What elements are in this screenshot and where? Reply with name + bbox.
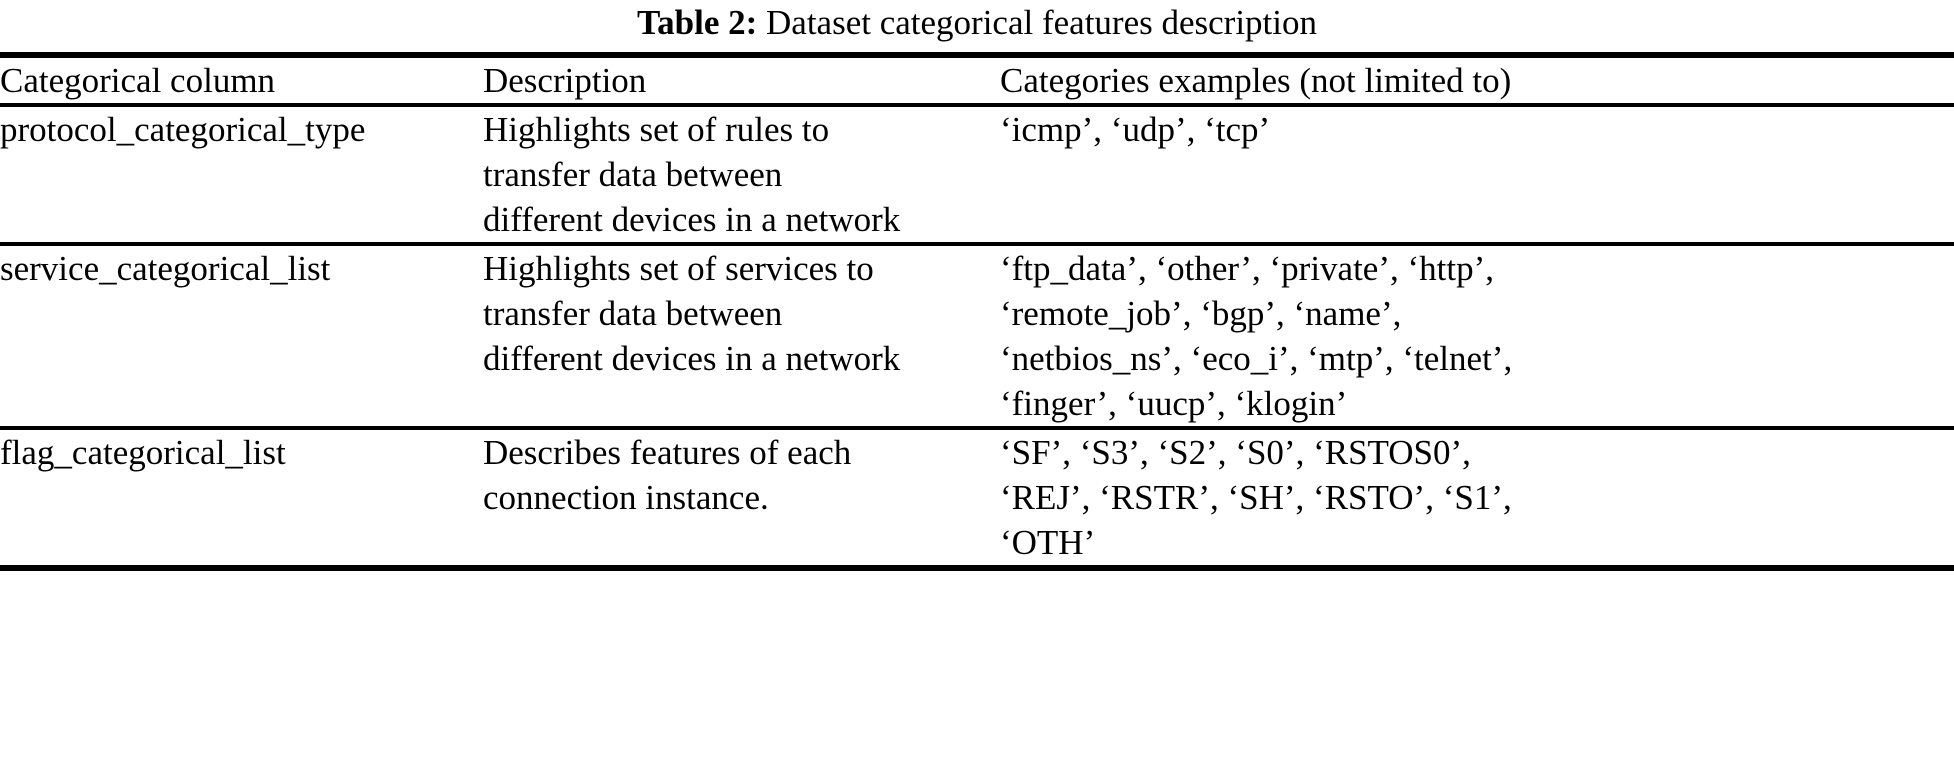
description-line: different devices in a network: [483, 200, 901, 239]
categories-line: ‘ftp_data’, ‘other’, ‘private’, ‘http’,: [1000, 249, 1494, 288]
table-row: service_categorical_list Highlights set …: [0, 246, 1954, 426]
cell-categories: ‘SF’, ‘S3’, ‘S2’, ‘S0’, ‘RSTOS0’, ‘REJ’,…: [1000, 430, 1954, 565]
table-header-row: Categorical column Description Categorie…: [0, 58, 1954, 103]
table-row-rule: [0, 426, 1954, 430]
table-bottom-rule: [0, 565, 1954, 571]
cell-categories: ‘ftp_data’, ‘other’, ‘private’, ‘http’, …: [1000, 246, 1954, 426]
description-line: Describes features of each: [483, 433, 852, 472]
cell-description: Highlights set of services to transfer d…: [483, 246, 1000, 426]
categories-line: ‘icmp’, ‘udp’, ‘tcp’: [1000, 110, 1271, 149]
categorical-features-table: Categorical column Description Categorie…: [0, 52, 1954, 571]
cell-description: Describes features of each connection in…: [483, 430, 1000, 565]
table-row: protocol_categorical_type Highlights set…: [0, 107, 1954, 242]
table-caption-label: Table 2:: [637, 3, 758, 42]
column-header-categorical-column: Categorical column: [0, 61, 276, 100]
table-row-rule: [0, 242, 1954, 246]
description-line: Highlights set of rules to: [483, 110, 830, 149]
description-line: transfer data between: [483, 294, 783, 333]
cell-description: Highlights set of rules to transfer data…: [483, 107, 1000, 242]
table-caption-text: Dataset categorical features description: [766, 3, 1317, 42]
table-header-rule: [0, 103, 1954, 107]
table-caption: Table 2: Dataset categorical features de…: [0, 0, 1954, 44]
cell-categories: ‘icmp’, ‘udp’, ‘tcp’: [1000, 107, 1954, 242]
column-header-categories-examples: Categories examples (not limited to): [1000, 61, 1512, 100]
column-header-description: Description: [483, 61, 647, 100]
description-line: transfer data between: [483, 155, 783, 194]
categories-line: ‘remote_job’, ‘bgp’, ‘name’,: [1000, 294, 1402, 333]
cell-column-name: flag_categorical_list: [0, 433, 286, 472]
description-line: Highlights set of services to: [483, 249, 874, 288]
categories-line: ‘REJ’, ‘RSTR’, ‘SH’, ‘RSTO’, ‘S1’,: [1000, 478, 1512, 517]
description-line: connection instance.: [483, 478, 769, 517]
cell-column-name: protocol_categorical_type: [0, 110, 366, 149]
table-top-rule: [0, 52, 1954, 58]
categories-line: ‘finger’, ‘uucp’, ‘klogin’: [1000, 384, 1348, 423]
table-row: flag_categorical_list Describes features…: [0, 430, 1954, 565]
categories-line: ‘OTH’: [1000, 523, 1096, 562]
categories-line: ‘SF’, ‘S3’, ‘S2’, ‘S0’, ‘RSTOS0’,: [1000, 433, 1471, 472]
cell-column-name: service_categorical_list: [0, 249, 331, 288]
categories-line: ‘netbios_ns’, ‘eco_i’, ‘mtp’, ‘telnet’,: [1000, 339, 1513, 378]
description-line: different devices in a network: [483, 339, 901, 378]
